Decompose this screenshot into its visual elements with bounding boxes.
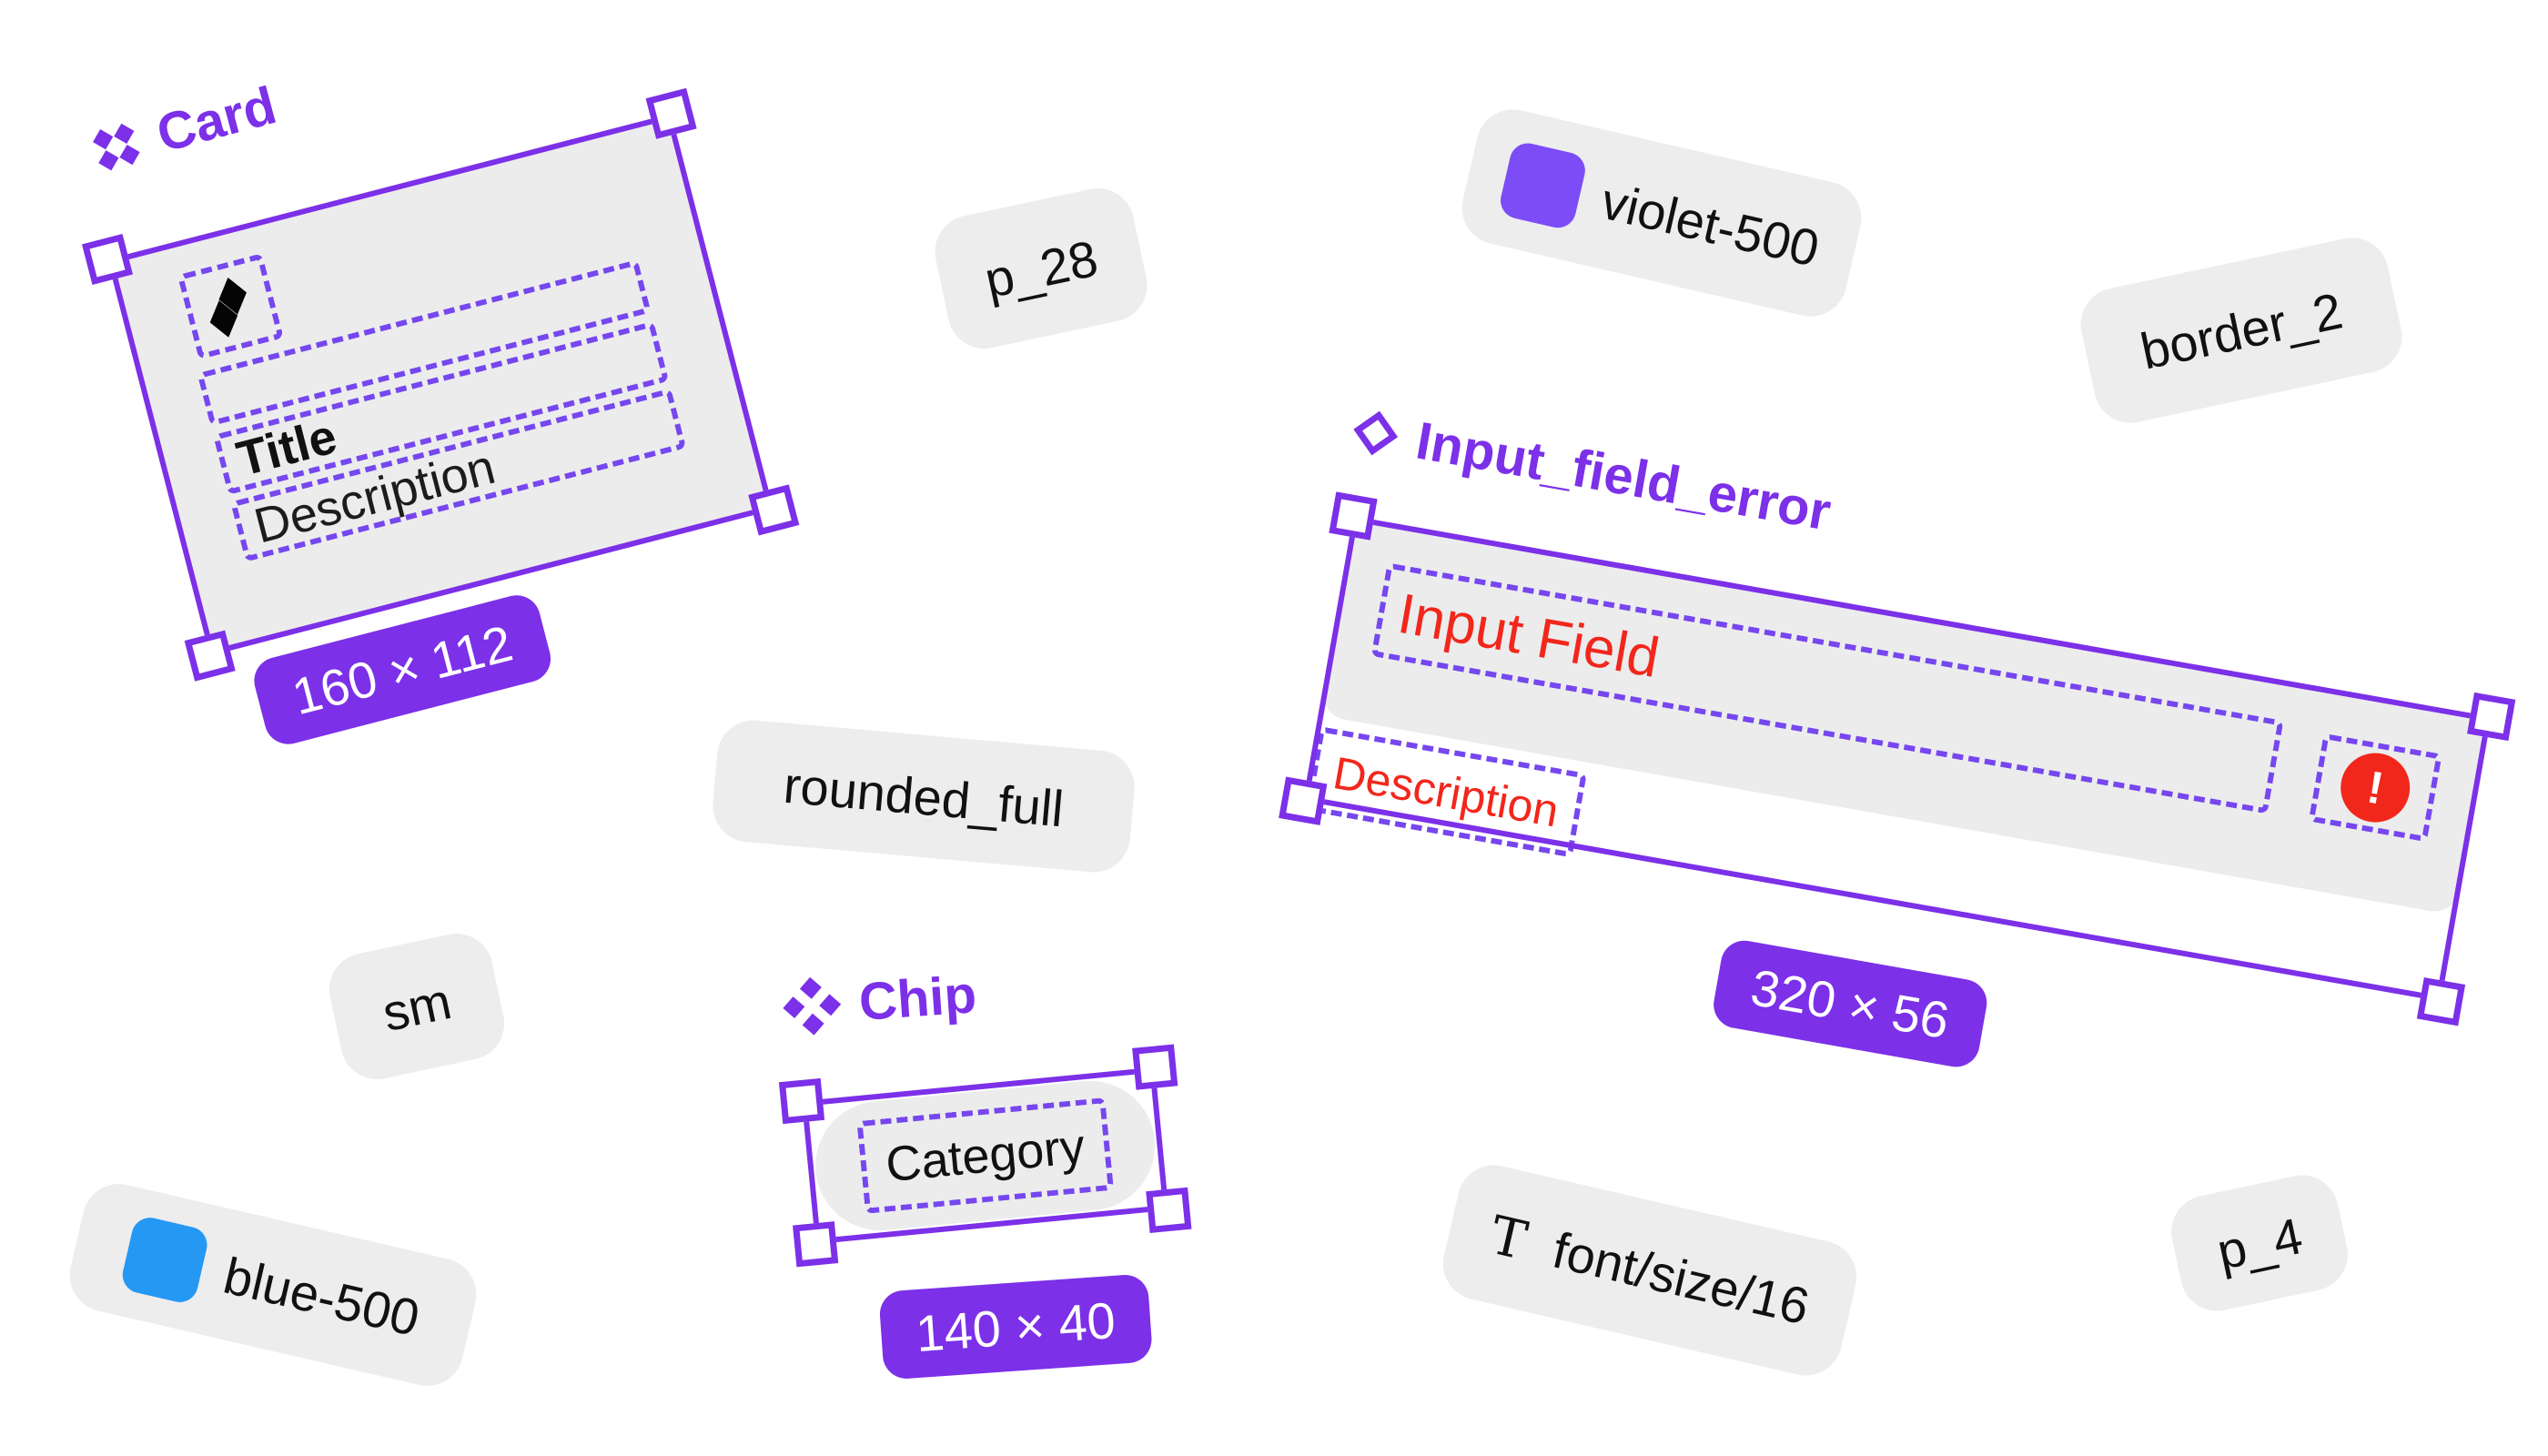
tag-p-28-label: p_28 [979, 228, 1103, 308]
tag-p-4-label: p_4 [2211, 1206, 2308, 1280]
card-component-label[interactable]: Card [84, 75, 282, 183]
tag-border-2-label: border_2 [2135, 280, 2348, 380]
chip-component-icon [783, 976, 842, 1036]
tag-rounded-full-label: rounded_full [781, 755, 1067, 837]
tag-blue-500[interactable]: blue-500 [62, 1177, 484, 1393]
selection-handle[interactable] [748, 484, 800, 536]
tag-rounded-full[interactable]: rounded_full [710, 717, 1138, 875]
selection-handle[interactable] [1132, 1044, 1178, 1090]
chip-component-label[interactable]: Chip [781, 964, 978, 1038]
tag-violet-500[interactable]: violet-500 [1454, 102, 1869, 324]
input-field-error-component[interactable]: Input Field ! Description [1279, 491, 2516, 1026]
input-selection-outline [1302, 516, 2492, 1002]
card-component-name: Card [150, 76, 283, 165]
chip-component-name: Chip [856, 965, 978, 1032]
card-logo-icon [209, 277, 247, 338]
blue-500-swatch [118, 1214, 211, 1306]
tag-font-size-16-label: font/size/16 [1547, 1220, 1815, 1335]
selection-handle[interactable] [793, 1221, 839, 1268]
selection-handle[interactable] [645, 87, 697, 139]
chip-size-badge: 140 × 40 [878, 1273, 1153, 1380]
card-component-icon [92, 123, 140, 170]
chip-component[interactable]: Category [778, 1044, 1192, 1268]
chip-selection-outline [802, 1067, 1169, 1245]
tag-sm[interactable]: sm [322, 926, 511, 1087]
tag-blue-500-label: blue-500 [218, 1246, 425, 1347]
selection-handle[interactable] [1279, 776, 1328, 825]
input-component-icon [1353, 410, 1399, 455]
input-component-label[interactable]: Input_field_error [1347, 399, 1835, 543]
tag-p-28[interactable]: p_28 [928, 181, 1154, 356]
card-component[interactable]: Title Description [81, 87, 800, 682]
input-component-name: Input_field_error [1411, 410, 1835, 542]
tag-font-size-16[interactable]: T font/size/16 [1435, 1158, 1865, 1383]
tag-p-4[interactable]: p_4 [2164, 1168, 2355, 1318]
input-size-badge: 320 × 56 [1710, 936, 1990, 1071]
selection-handle[interactable] [2416, 977, 2466, 1026]
tag-border-2[interactable]: border_2 [2074, 230, 2409, 430]
selection-handle[interactable] [1329, 491, 1378, 541]
selection-handle[interactable] [2467, 692, 2516, 742]
card-icon-slot [177, 253, 284, 360]
tag-sm-label: sm [377, 971, 457, 1042]
tag-violet-500-label: violet-500 [1596, 171, 1825, 278]
violet-500-swatch [1496, 139, 1589, 232]
selection-handle[interactable] [1146, 1187, 1192, 1233]
typography-icon: T [1484, 1203, 1533, 1272]
selection-handle[interactable] [778, 1077, 825, 1125]
